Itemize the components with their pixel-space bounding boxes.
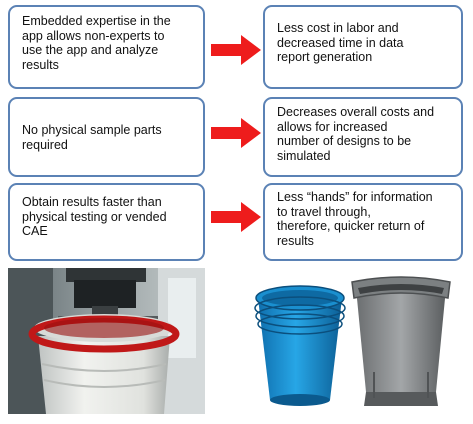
cause-box-3: Obtain results faster than physical test… — [8, 183, 205, 261]
right-arrow-icon — [211, 118, 261, 148]
effect-box-2: Decreases overall costs and allows for i… — [263, 97, 463, 177]
cause-box-2: No physical sample parts required — [8, 97, 205, 177]
right-arrow-icon — [211, 202, 261, 232]
effect-box-3: Less “hands” for information to travel t… — [263, 183, 463, 261]
cause-box-1: Embedded expertise in the app allows non… — [8, 5, 205, 89]
effect-box-1: Less cost in labor and decreased time in… — [263, 5, 463, 89]
cad-bucket-models-render — [248, 268, 468, 414]
right-arrow-icon — [211, 35, 261, 65]
physical-bucket-test-photo — [8, 268, 205, 414]
